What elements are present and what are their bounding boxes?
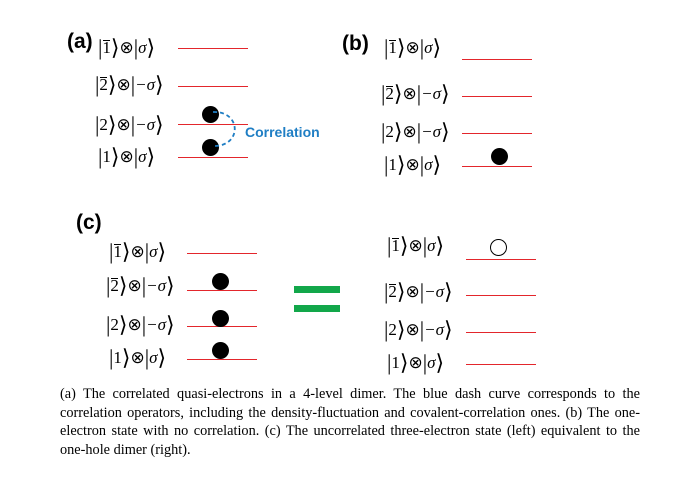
ket-1bar-sigma: |1⟩⊗|σ⟩ <box>384 35 442 60</box>
energy-level <box>462 96 532 97</box>
energy-level <box>462 166 532 167</box>
energy-level <box>466 364 536 365</box>
equals-sign-top-bar <box>294 286 340 293</box>
electron <box>212 273 229 290</box>
equals-sign-bottom-bar <box>294 305 340 312</box>
panel-a-label: (a) <box>67 30 93 53</box>
ket-1bar-sigma: |1⟩⊗|σ⟩ <box>109 239 167 264</box>
ket-1-sigma: |1⟩⊗|σ⟩ <box>109 345 167 370</box>
energy-level <box>187 359 257 360</box>
ket-1-sigma: |1⟩⊗|σ⟩ <box>98 144 156 169</box>
ket-2bar-minus-sigma: |2⟩⊗|−σ⟩ <box>384 279 453 304</box>
correlation-curve <box>212 111 236 147</box>
energy-level <box>466 295 536 296</box>
ket-1bar-sigma: |1⟩⊗|σ⟩ <box>98 35 156 60</box>
energy-level <box>466 259 536 260</box>
energy-level <box>178 86 248 87</box>
ket-2bar-minus-sigma: |2⟩⊗|−σ⟩ <box>106 273 175 298</box>
energy-level <box>462 133 532 134</box>
ket-2-minus-sigma: |2⟩⊗|−σ⟩ <box>381 119 450 144</box>
ket-2bar-minus-sigma: |2⟩⊗|−σ⟩ <box>95 72 164 97</box>
electron <box>202 106 219 123</box>
ket-2-minus-sigma: |2⟩⊗|−σ⟩ <box>106 312 175 337</box>
energy-level <box>178 157 248 158</box>
panel-b-label: (b) <box>342 32 369 55</box>
correlation-label: Correlation <box>245 124 320 140</box>
electron <box>212 342 229 359</box>
electron <box>202 139 219 156</box>
electron <box>212 310 229 327</box>
ket-1-sigma: |1⟩⊗|σ⟩ <box>387 350 445 375</box>
electron <box>491 148 508 165</box>
ket-2-minus-sigma: |2⟩⊗|−σ⟩ <box>95 112 164 137</box>
panel-c-label: (c) <box>76 211 102 234</box>
figure-caption: (a) The correlated quasi-electrons in a … <box>60 386 640 458</box>
ket-1bar-sigma: |1⟩⊗|σ⟩ <box>387 233 445 258</box>
ket-2-minus-sigma: |2⟩⊗|−σ⟩ <box>384 317 453 342</box>
energy-level <box>178 124 248 125</box>
hole <box>490 239 507 256</box>
energy-level <box>466 332 536 333</box>
energy-level <box>187 253 257 254</box>
energy-level <box>462 59 532 60</box>
ket-1-sigma: |1⟩⊗|σ⟩ <box>384 152 442 177</box>
energy-level <box>178 48 248 49</box>
energy-level <box>187 290 257 291</box>
ket-2bar-minus-sigma: |2⟩⊗|−σ⟩ <box>381 81 450 106</box>
